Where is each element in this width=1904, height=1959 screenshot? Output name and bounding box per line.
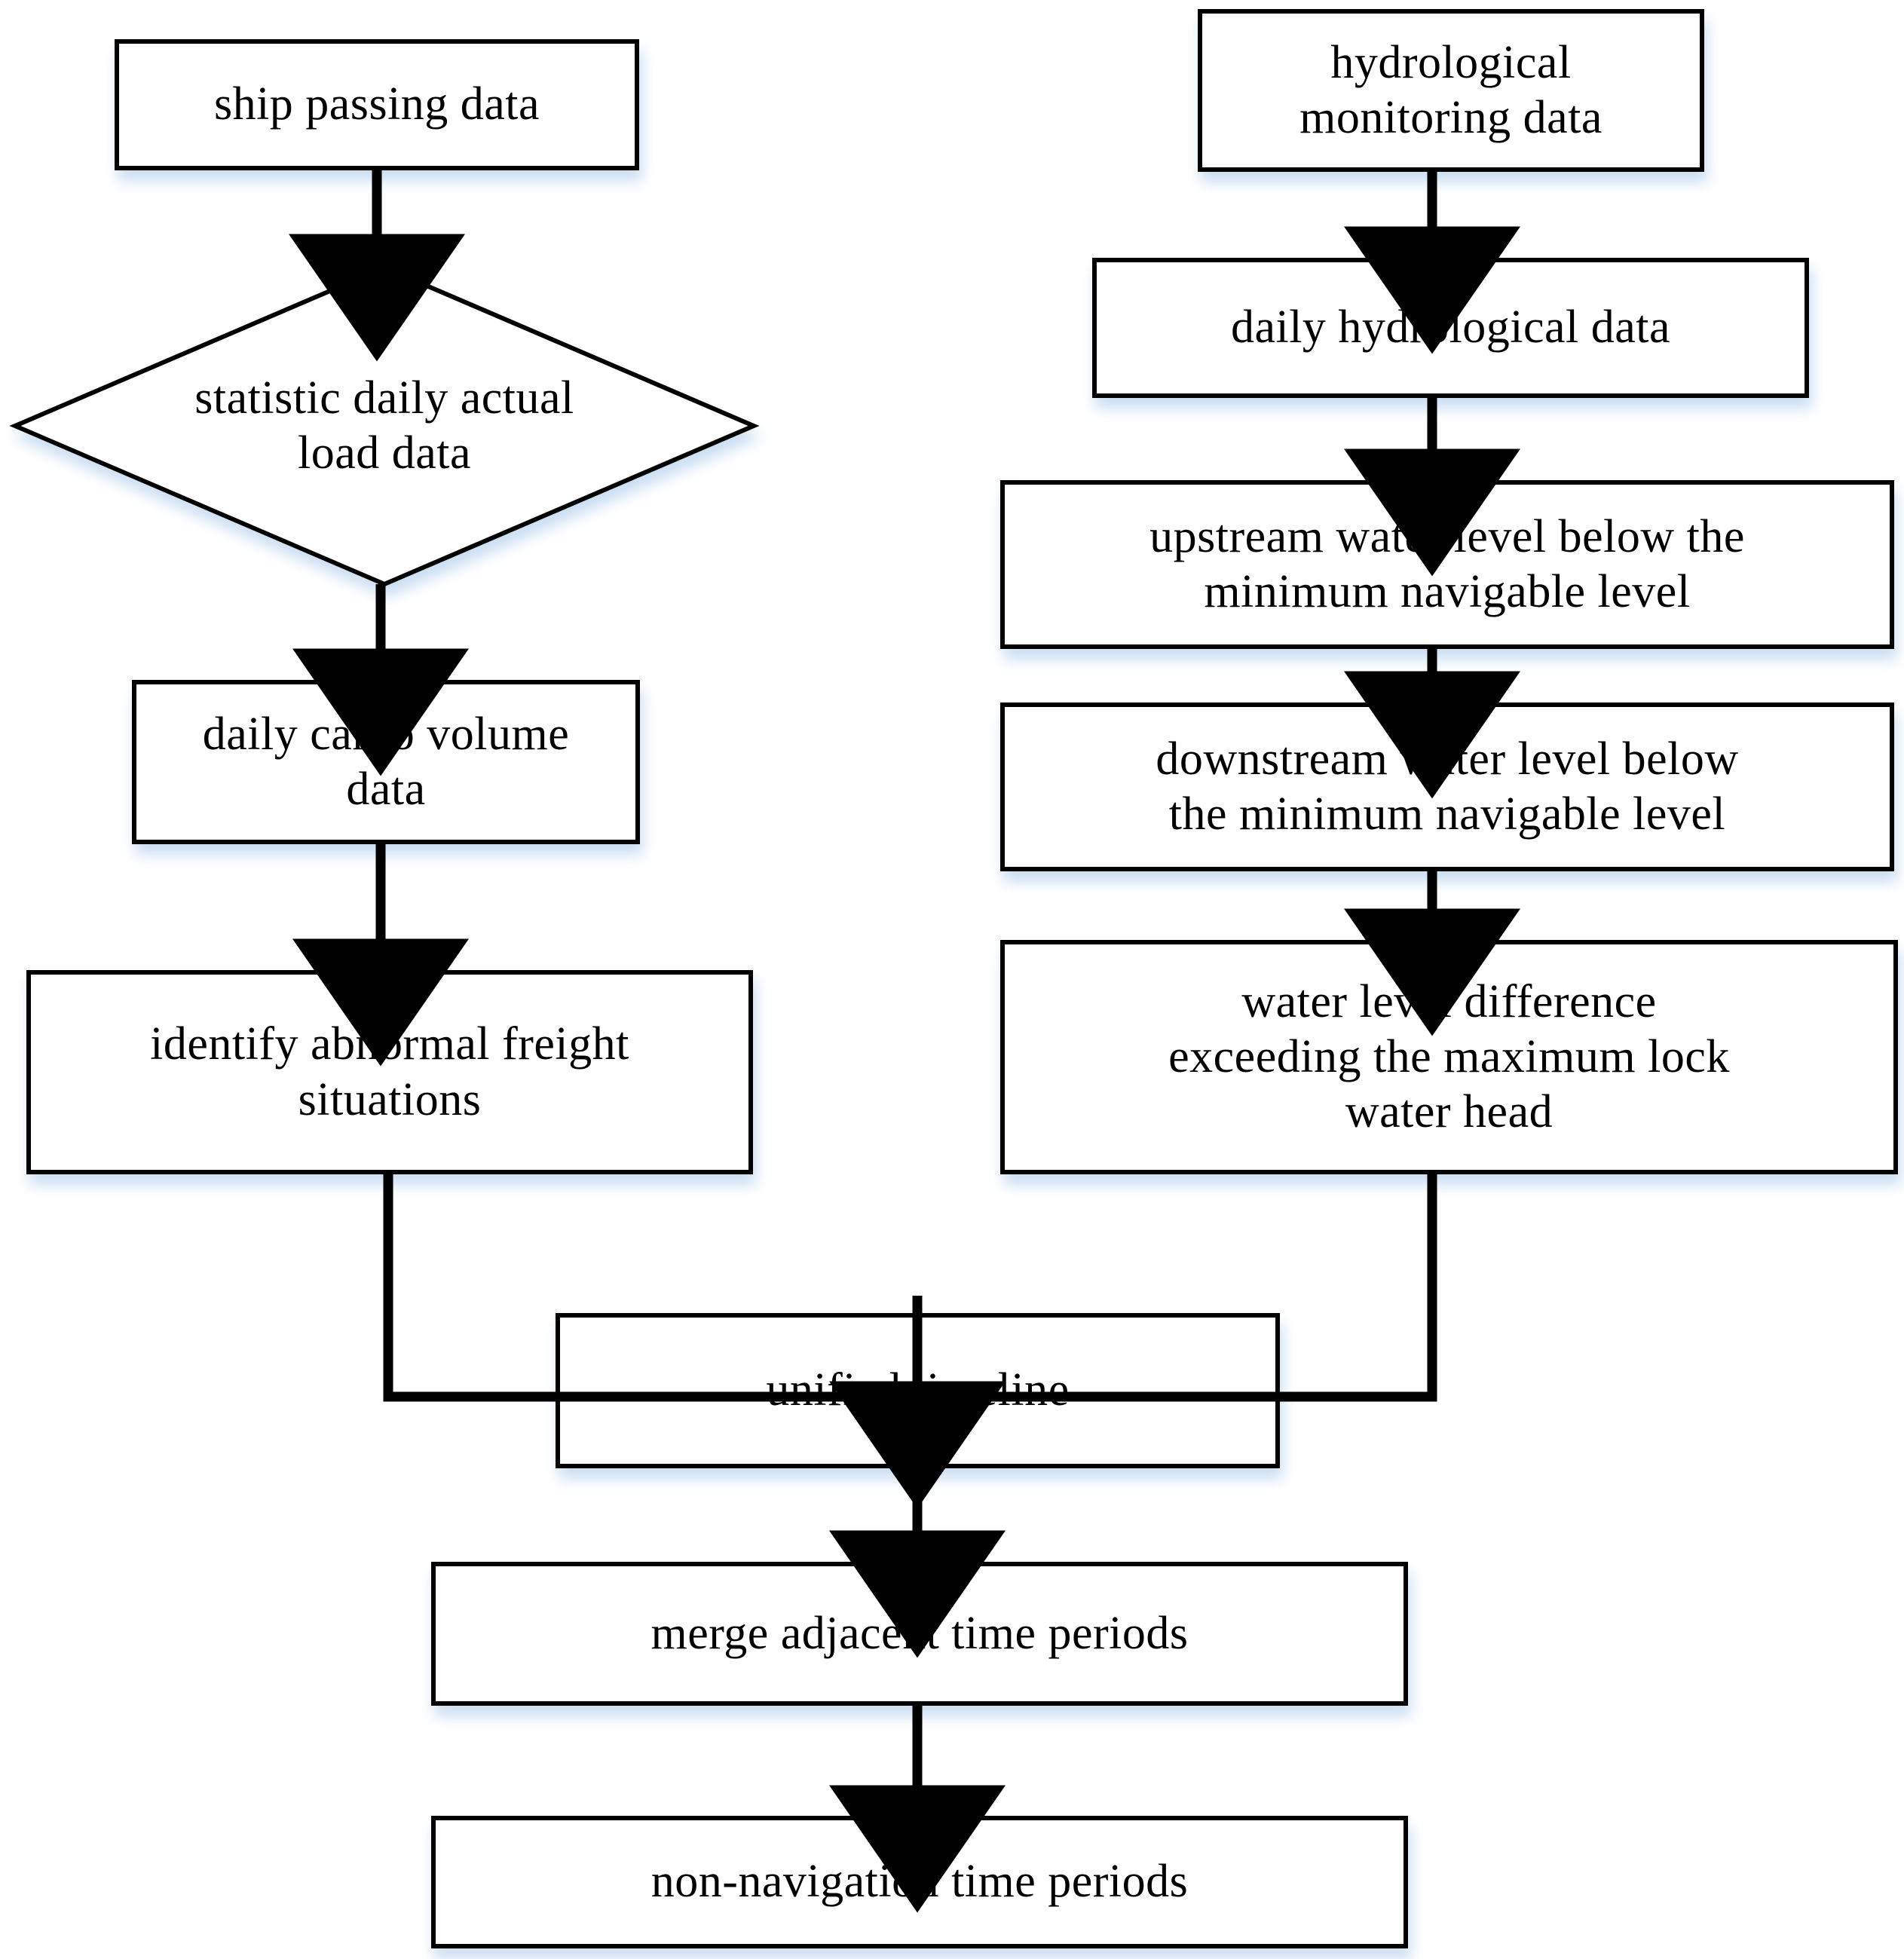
node-shape-upstream-water-level-below-min[interactable] <box>1000 480 1894 649</box>
node-shape-non-navigation-time-periods[interactable] <box>431 1816 1408 1948</box>
node-shape-water-level-difference-exceeding-max[interactable] <box>1000 940 1898 1174</box>
node-shape-daily-hydrological-data[interactable] <box>1092 258 1809 398</box>
node-shape-ship-passing-data[interactable] <box>115 39 639 170</box>
edge-waterdiff-to-merge-bus <box>917 1172 1437 1402</box>
node-shape-hydrological-monitoring-data[interactable] <box>1198 9 1704 172</box>
node-shape-daily-cargo-volume-data[interactable] <box>132 680 640 844</box>
node-shape-identify-abnormal-freight-situations[interactable] <box>26 970 753 1174</box>
edge-identify-to-merge-bus <box>383 1172 917 1402</box>
node-shape-merge-adjacent-time-periods[interactable] <box>431 1562 1408 1706</box>
node-shape-statistic-daily-actual-load-data[interactable] <box>9 265 760 587</box>
node-shape-downstream-water-level-below-min[interactable] <box>1000 702 1894 871</box>
